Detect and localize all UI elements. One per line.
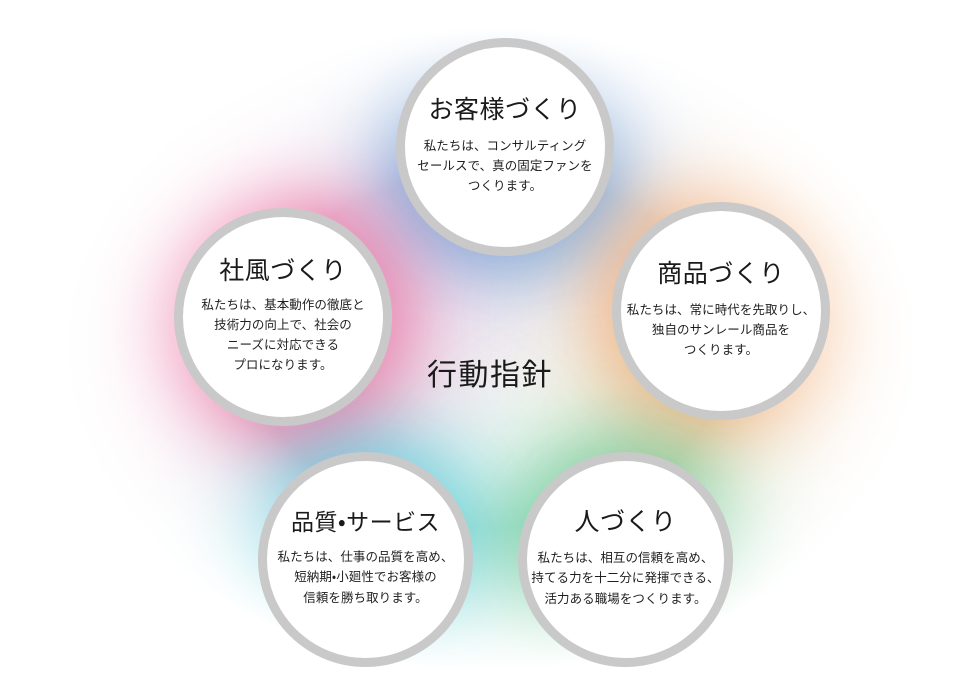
node-culture-line-2: 技術力の向上で、社会の — [214, 317, 352, 332]
node-product-line-2: 独自のサンレール商品を — [651, 322, 791, 337]
node-customer-description: 私たちは、コンサルティング セールスで、真の固定ファンを つくります。 — [417, 136, 592, 197]
node-people-line-1: 私たちは、相互の信頼を高め、 — [537, 551, 714, 566]
node-culture-title: 社風づくり — [219, 256, 347, 285]
node-customer-title: お客様づくり — [428, 95, 582, 124]
node-culture-line-1: 私たちは、基本動作の徹底と — [201, 297, 365, 312]
node-product-title: 商品づくり — [657, 259, 785, 288]
node-quality-line-3: 信頼を勝ち取ります。 — [303, 590, 428, 605]
node-customer-line-3: つくります。 — [467, 179, 543, 194]
node-quality-line-2: 短納期・小廻性でお客様の — [294, 570, 437, 585]
node-people-line-2: 持てる力を十二分に発揮できる、 — [531, 571, 720, 586]
node-customer-line-2: セールスで、真の固定ファンを — [417, 158, 593, 173]
node-people-line-3: 活力ある職場をつくります。 — [544, 591, 707, 606]
node-customer[interactable]: お客様づくり 私たちは、コンサルティング セールスで、真の固定ファンを つくりま… — [396, 38, 614, 256]
node-quality[interactable]: 品質・サービス 私たちは、仕事の品質を高め、 短納期・小廻性でお客様の 信頼を勝… — [258, 452, 473, 667]
node-quality-line-1: 私たちは、仕事の品質を高め、 — [277, 550, 454, 565]
center-label: 行動指針 — [427, 359, 553, 392]
node-quality-description: 私たちは、仕事の品質を高め、 短納期・小廻性でお客様の 信頼を勝ち取ります。 — [278, 547, 454, 608]
node-product-line-1: 私たちは、常に時代を先取りし、 — [626, 302, 816, 317]
node-customer-line-1: 私たちは、コンサルティング — [423, 138, 587, 153]
node-people-title: 人づくり — [574, 508, 677, 537]
node-people-description: 私たちは、相互の信頼を高め、 持てる力を十二分に発揮できる、 活力ある職場をつく… — [531, 548, 719, 609]
node-quality-title: 品質・サービス — [290, 509, 441, 536]
node-people[interactable]: 人づくり 私たちは、相互の信頼を高め、 持てる力を十二分に発揮できる、 活力ある… — [518, 452, 733, 667]
